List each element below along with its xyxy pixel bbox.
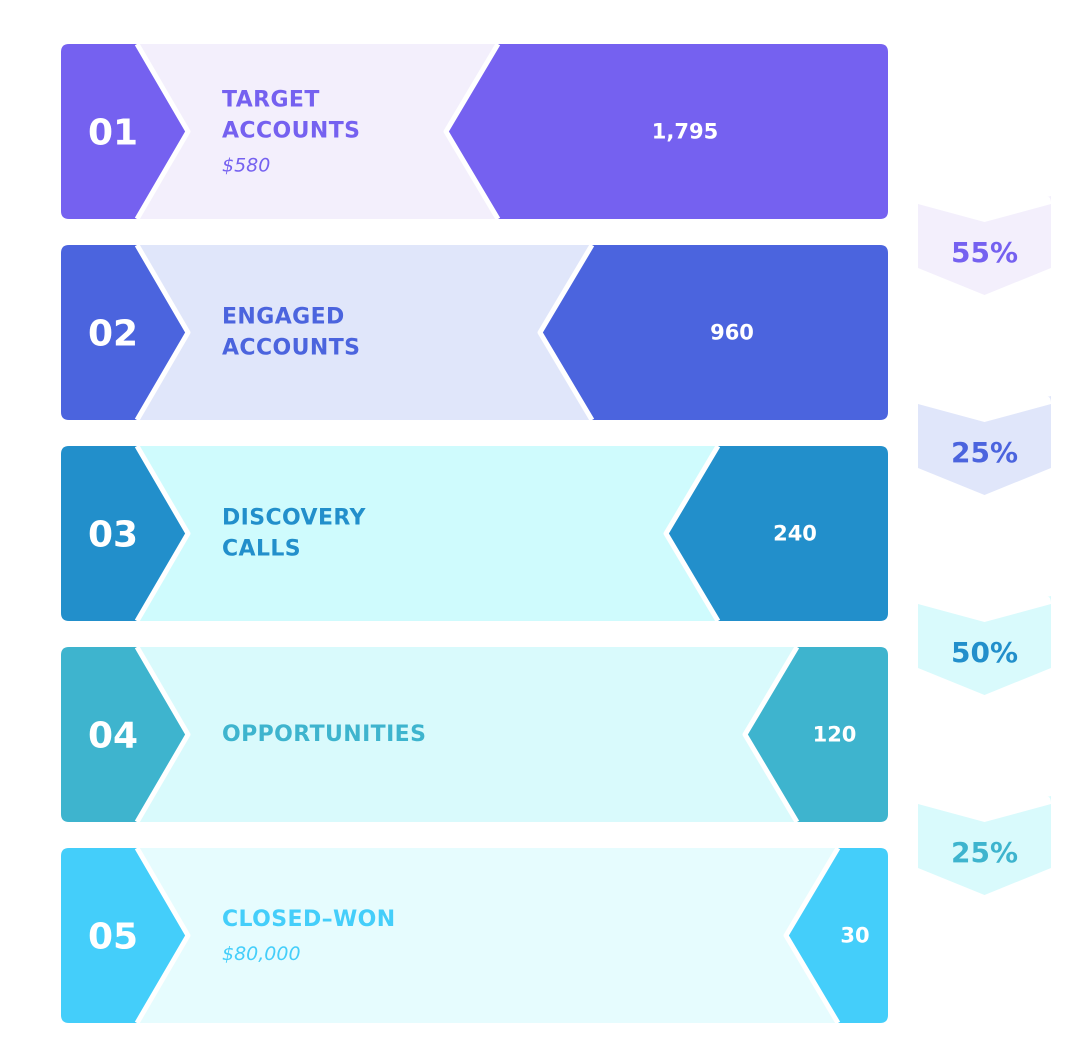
conversion-rate: 25%	[951, 436, 1018, 469]
conversion-rate: 50%	[951, 636, 1018, 669]
stage-label: OPPORTUNITIES	[222, 722, 426, 747]
stage-subvalue: $580	[222, 155, 270, 177]
stage-number-chevron	[61, 44, 188, 219]
conversion-rate: 55%	[951, 236, 1018, 269]
stage-value-bar	[666, 446, 888, 621]
funnel-stage-03: 03 DISCOVERY CALLS 240	[61, 444, 888, 623]
conversion-badge-shape	[918, 196, 1051, 295]
stage-label: CALLS	[222, 537, 301, 562]
stage-value-bar	[540, 245, 888, 420]
conversion-badge-4: 25%	[918, 796, 1051, 895]
stage-number-chevron	[61, 245, 188, 420]
stage-label: ENGAGED	[222, 305, 345, 330]
stage-value-bar	[446, 44, 888, 219]
stage-number-chevron	[61, 647, 188, 822]
stage-value-bar	[786, 848, 888, 1023]
stage-number: 01	[88, 113, 138, 154]
stage-number: 02	[88, 314, 138, 355]
stage-band	[61, 446, 888, 621]
conversion-rate: 25%	[951, 836, 1018, 869]
funnel-stage-05: 05 CLOSED–WON $80,000 30	[61, 846, 888, 1025]
conversion-badge-shape	[918, 796, 1051, 895]
funnel-stage-02: 02 ENGAGED ACCOUNTS 960	[61, 243, 888, 422]
stage-number: 05	[88, 917, 138, 958]
stage-value: 960	[710, 321, 754, 345]
funnel-stage-01: 01 TARGET ACCOUNTS $580 1,795	[61, 42, 888, 221]
conversion-badge-shape	[918, 596, 1051, 695]
stage-value: 240	[773, 522, 817, 546]
conversion-badge-2: 25%	[918, 396, 1051, 495]
conversion-badge-1: 55%	[918, 196, 1051, 295]
stage-number-chevron	[61, 446, 188, 621]
conversion-badge-shape	[918, 396, 1051, 495]
stage-value-bar	[745, 647, 888, 822]
stage-number-chevron	[61, 848, 188, 1023]
stage-label: DISCOVERY	[222, 506, 367, 531]
stage-value: 30	[840, 924, 869, 948]
stage-label: CLOSED–WON	[222, 907, 396, 932]
stage-value: 120	[813, 723, 857, 747]
stage-subvalue: $80,000	[222, 943, 301, 965]
stage-value: 1,795	[652, 120, 718, 144]
conversion-badge-3: 50%	[918, 596, 1051, 695]
stage-band	[61, 647, 888, 822]
stage-band	[61, 848, 888, 1023]
stage-number: 03	[88, 515, 138, 556]
stage-label: ACCOUNTS	[222, 336, 360, 361]
stage-number: 04	[88, 716, 138, 757]
stage-label: TARGET	[222, 88, 320, 113]
funnel-stage-04: 04 OPPORTUNITIES 120	[61, 645, 888, 824]
stage-label: ACCOUNTS	[222, 119, 360, 144]
